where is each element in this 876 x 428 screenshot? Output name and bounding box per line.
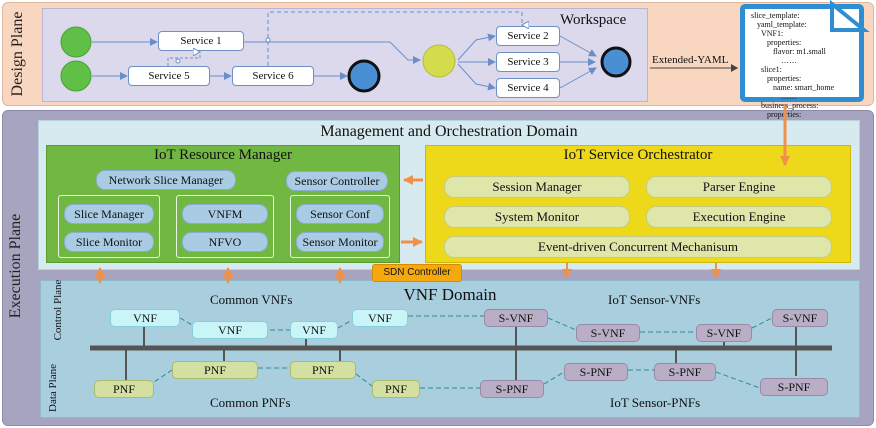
vnfm[interactable]: VNFM [182,204,268,224]
s-pnf-node[interactable]: S-PNF [564,363,628,381]
vnf-node[interactable]: VNF [290,321,338,339]
orange-arrows [95,106,790,284]
pnf-node[interactable]: PNF [172,361,258,379]
pnf-node[interactable]: PNF [290,361,356,379]
mano-domain-title: Management and Orchestration Domain [320,123,578,140]
extended-yaml-label: Extended-YAML [652,54,729,66]
pnf-node[interactable]: PNF [94,380,154,398]
iot-resource-manager-title: IoT Resource Manager [153,147,292,163]
sensor-controller[interactable]: Sensor Controller [286,171,388,191]
iot-service-orchestrator-title: IoT Service Orchestrator [563,147,713,163]
start-event-1 [60,26,92,58]
service-6-node[interactable]: Service 6 [232,66,314,86]
s-vnf-node[interactable]: S-VNF [484,309,548,327]
s-vnf-node[interactable]: S-VNF [576,324,640,342]
end-event-2 [600,46,632,78]
yaml-line: yaml_template: [757,20,807,29]
yaml-line: name: smart_home [773,83,835,92]
slice-manager[interactable]: Slice Manager [64,204,154,224]
bus-drops [125,324,797,382]
common-vnfs-label: Common VNFs [210,292,293,307]
yaml-line: …… [781,56,797,65]
gateway-node [422,44,456,78]
nfvo[interactable]: NFVO [182,232,268,252]
common-pnfs-label: Common PNFs [210,395,291,410]
yaml-line: flavor: m1.small [773,47,826,56]
execution-engine[interactable]: Execution Engine [646,206,832,228]
service-1-node[interactable]: Service 1 [158,31,244,51]
iot-sensor-pnfs-label: IoT Sensor-PNFs [610,395,701,410]
workflow-lines [92,11,597,91]
vnf-domain-title: VNF Domain [403,285,497,304]
pnf-node[interactable]: PNF [372,380,420,398]
yaml-line: business_process: [761,101,819,110]
workspace-title: Workspace [560,12,627,28]
system-monitor[interactable]: System Monitor [444,206,630,228]
start-event-2 [60,60,92,92]
sensor-conf[interactable]: Sensor Conf [296,204,384,224]
s-pnf-node[interactable]: S-PNF [760,378,828,396]
vnf-node[interactable]: VNF [192,321,268,339]
iot-sensor-vnfs-label: IoT Sensor-VNFs [608,292,701,307]
vnf-node[interactable]: VNF [352,309,408,327]
s-vnf-node[interactable]: S-VNF [696,324,752,342]
document-fold-icon [830,0,870,32]
end-event-1 [347,59,381,93]
session-manager[interactable]: Session Manager [444,176,630,198]
service-5-node[interactable]: Service 5 [128,66,210,86]
sensor-monitor[interactable]: Sensor Monitor [296,232,384,252]
parser-engine[interactable]: Parser Engine [646,176,832,198]
sdn-controller[interactable]: SDN Controller [372,264,462,282]
yaml-line: …… [781,92,797,101]
s-pnf-node[interactable]: S-PNF [480,380,544,398]
yaml-line: properties: [767,74,802,83]
vnf-node[interactable]: VNF [110,309,180,327]
service-3-node[interactable]: Service 3 [496,52,560,72]
network-slice-manager[interactable]: Network Slice Manager [96,170,236,190]
s-vnf-node[interactable]: S-VNF [772,309,828,327]
event-driven-concurrent-mechanism[interactable]: Event-driven Concurrent Mechanisum [444,236,832,258]
yaml-line: slice_template: [751,11,800,20]
service-4-node[interactable]: Service 4 [496,78,560,98]
slice-monitor[interactable]: Slice Monitor [64,232,154,252]
yaml-line: slice1: [761,65,782,74]
dashed-links [147,315,773,389]
s-pnf-node[interactable]: S-PNF [654,363,716,381]
yaml-line: properties: [767,38,802,47]
yaml-line: VNF1: [761,29,784,38]
